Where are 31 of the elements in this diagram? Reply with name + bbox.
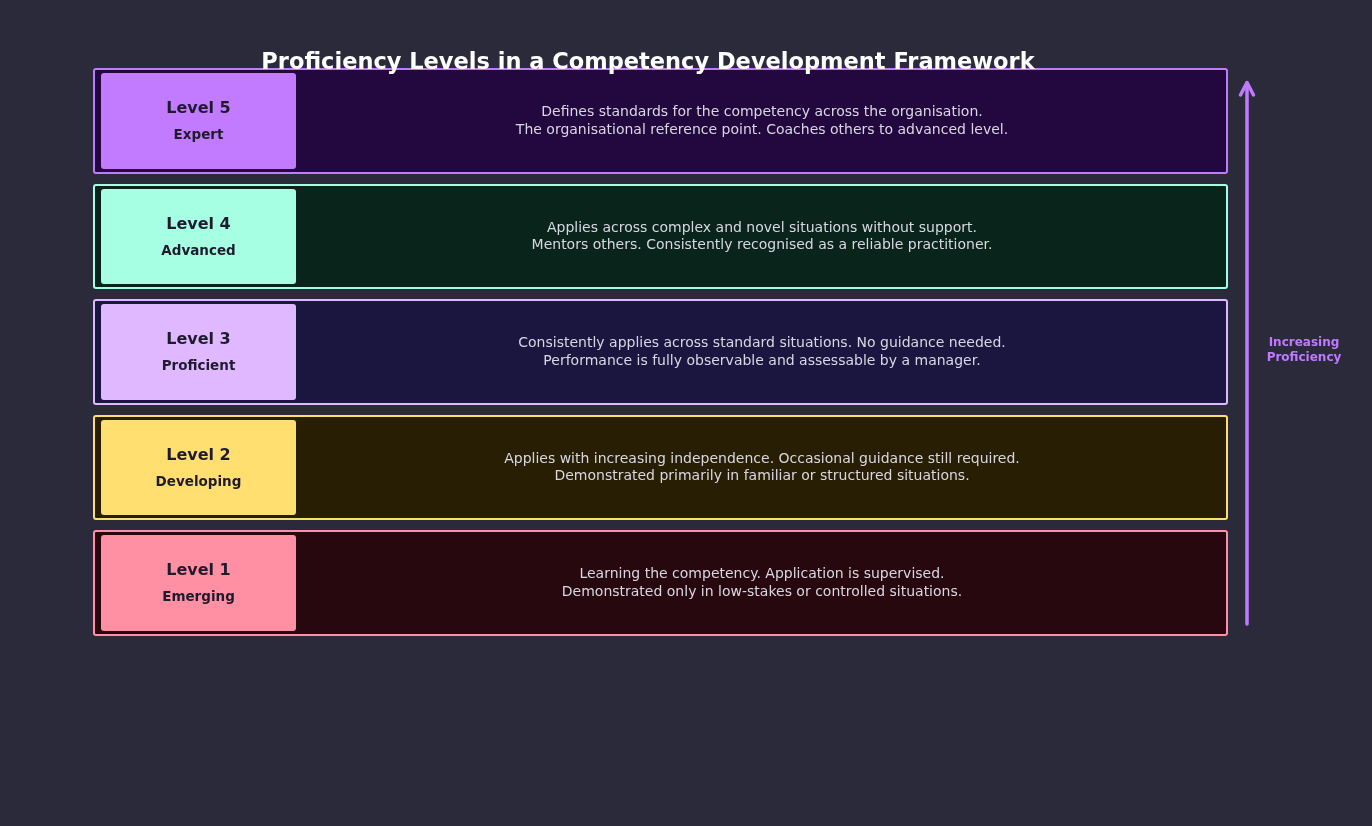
level-number: Level 1	[166, 560, 231, 581]
description-text: Mentors others. Consistently recognised as a reliable practitioner.	[531, 236, 993, 254]
level-number: Level 3	[166, 329, 231, 350]
level-number: Level 2	[166, 444, 231, 465]
description-text: The organisational reference point. Coaches others to advanced level.	[515, 120, 1009, 139]
description-text: Learning the competency. Application is supervised.	[579, 565, 945, 583]
level-box	[101, 419, 296, 515]
level-band	[93, 183, 1228, 289]
level-band	[93, 530, 1228, 636]
level-band	[93, 299, 1228, 405]
description-text: Defines standards for the competency across the organisation.	[541, 103, 983, 121]
description-text: Demonstrated primarily in familiar or structured situations.	[554, 467, 970, 485]
level-name: Advanced	[161, 240, 236, 259]
level-number: Level 4	[166, 213, 231, 234]
level-number: Level 5	[166, 98, 231, 119]
level-box	[101, 304, 296, 400]
description-text: Consistently applies across standard situations. No guidance needed.	[518, 334, 1006, 352]
description-text: Performance is fully observable and assessable by a manager.	[543, 351, 981, 370]
description-text: Applies across complex and novel situations without support.	[547, 218, 977, 237]
level-name: Emerging	[162, 587, 235, 606]
level-box	[101, 73, 296, 169]
level-box	[101, 188, 296, 284]
diagram-title: Proficiency Levels in a Competency Development Framework	[260, 48, 1036, 74]
level-name: Proficient	[161, 356, 236, 375]
level-name: Developing	[155, 471, 242, 490]
level-band	[93, 414, 1228, 520]
level-name: Expert	[173, 125, 224, 144]
description-text: Demonstrated only in low-stakes or controlled situations.	[561, 582, 963, 601]
axis-label: Increasing Proficiency	[1265, 335, 1343, 365]
description-text: Applies with increasing independence. Occasional guidance still required.	[504, 449, 1020, 468]
level-box	[101, 535, 296, 631]
